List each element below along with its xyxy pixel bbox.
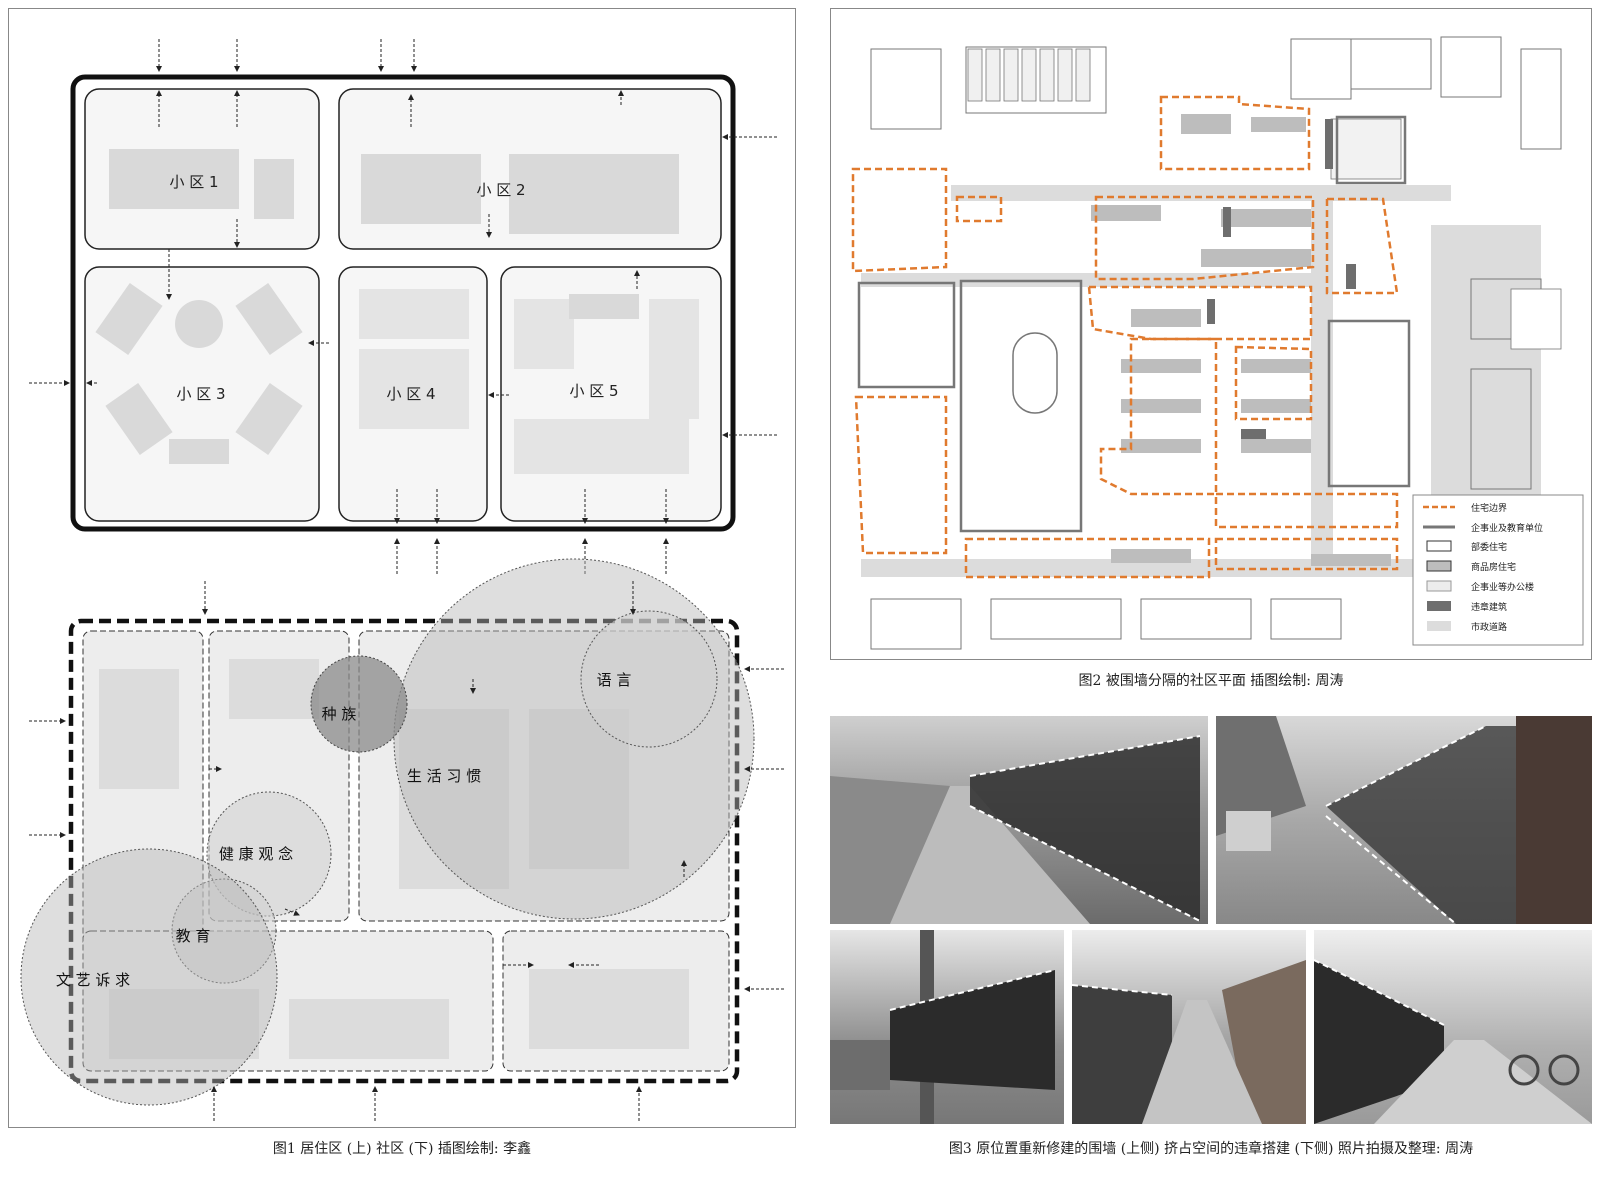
label-lifestyle: 生 活 习 惯 — [407, 767, 481, 785]
photo-illegal-shed-3 — [1314, 930, 1592, 1124]
photo-fence-street — [830, 716, 1208, 924]
figure2-caption: 图2 被围墙分隔的社区平面 插图绘制: 周涛 — [1078, 673, 1344, 689]
legend-label-2: 部委住宅 — [1471, 541, 1507, 553]
label-language: 语 言 — [597, 671, 632, 689]
legend-label-3: 商品房住宅 — [1471, 561, 1516, 573]
figure1-caption: 图1 居住区 (上) 社区 (下) 插图绘制: 李鑫 — [272, 1141, 532, 1157]
block-label-4: 小 区 4 — [386, 385, 435, 403]
label-ethnicity: 种 族 — [322, 705, 357, 723]
block-label-5: 小 区 5 — [569, 382, 618, 400]
label-arts: 文 艺 诉 求 — [56, 971, 130, 989]
legend-label-6: 市政道路 — [1471, 621, 1507, 633]
figure2-legend: 住宅边界 企事业及教育单位 部委住宅 商品房住宅 企事业等办公楼 违章建筑 市政… — [1412, 494, 1584, 646]
block-label-1: 小 区 1 — [169, 173, 218, 191]
block-label-2: 小 区 2 — [476, 181, 525, 199]
legend-label-5: 违章建筑 — [1471, 601, 1507, 613]
label-education: 教 育 — [176, 927, 211, 945]
figure2-panel: 住宅边界 企事业及教育单位 部委住宅 商品房住宅 企事业等办公楼 违章建筑 市政… — [830, 8, 1592, 660]
residential-district-diagram: 小 区 1 小 区 2 小 区 3 小 区 4 小 区 5 — [29, 39, 777, 574]
figure1-drawing: 小 区 1 小 区 2 小 区 3 小 区 4 小 区 5 — [20, 39, 784, 1121]
community-diagram: 种 族 语 言 生 活 习 惯 健 康 观 念 教 育 文 艺 诉 求 — [20, 558, 784, 1121]
legend-label-1: 企事业及教育单位 — [1471, 522, 1543, 534]
legend-label-0: 住宅边界 — [1471, 502, 1507, 514]
photo-illegal-shed-1 — [830, 930, 1064, 1124]
figure1-panel: 小 区 1 小 区 2 小 区 3 小 区 4 小 区 5 — [8, 8, 796, 1128]
block-label-3: 小 区 3 — [176, 385, 225, 403]
legend-label-4: 企事业等办公楼 — [1471, 581, 1534, 593]
photo-illegal-shed-2 — [1072, 930, 1306, 1124]
figure3-caption: 图3 原位置重新修建的围墙 (上侧) 挤占空间的违章搭建 (下侧) 照片拍摄及整… — [948, 1141, 1474, 1157]
label-health: 健 康 观 念 — [219, 845, 293, 863]
figure2-map: 住宅边界 企事业及教育单位 部委住宅 商品房住宅 企事业等办公楼 违章建筑 市政… — [831, 9, 1591, 659]
photo-fence-lane — [1216, 716, 1592, 924]
